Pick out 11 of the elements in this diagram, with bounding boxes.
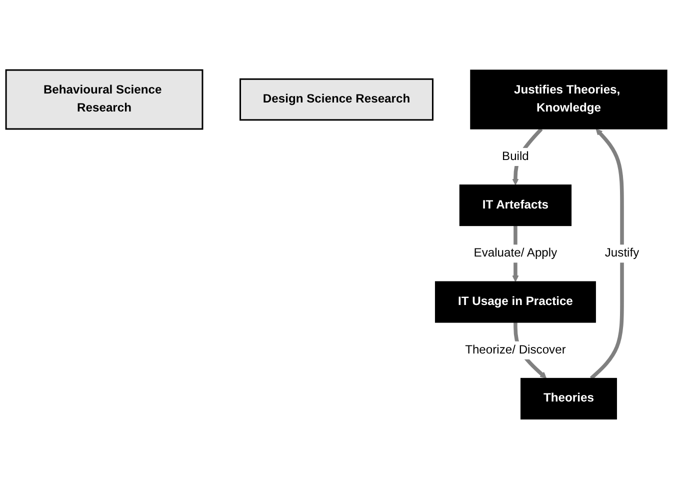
edge-label: Theorize/ Discover [465, 343, 566, 356]
edge-label: Evaluate/ Apply [474, 246, 558, 260]
node-box: IT Usage in Practice [434, 281, 596, 323]
node-box: IT Artefacts [459, 184, 572, 226]
node-box: Design Science Research [240, 78, 434, 121]
node-box: Theories [520, 378, 617, 420]
node-box: Behavioural Science Research [5, 69, 204, 130]
node-box: Justifies Theories, Knowledge [470, 70, 668, 130]
arrow [590, 128, 624, 380]
edge-label: Justify [604, 246, 640, 260]
edge-label: Build [502, 150, 529, 163]
